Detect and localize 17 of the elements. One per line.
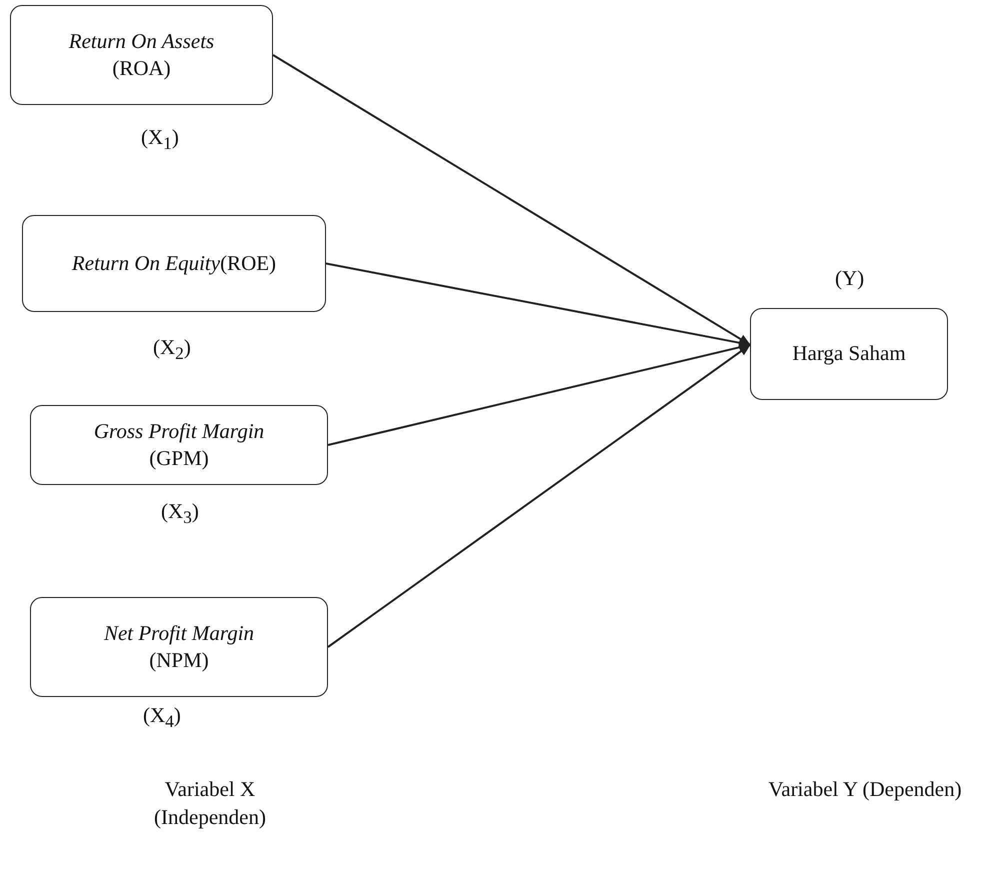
arrow <box>272 54 751 346</box>
variable-symbol: (X$_{1}$) <box>141 124 179 155</box>
axis-group-label: Variabel Y (Dependen) <box>767 776 963 803</box>
arrow <box>327 344 751 648</box>
variable-symbol: (Y) <box>835 265 864 292</box>
variable-symbol: (X$_{2}$) <box>153 334 191 365</box>
node-text: Harga Saham <box>792 340 906 368</box>
node-text: Return On Assets <box>68 28 214 55</box>
node-text: Return On Equity(ROE) <box>72 250 276 277</box>
node-text: (NPM) <box>149 647 209 674</box>
axis-group-label: Variabel X (Independen) <box>153 776 267 832</box>
variable-symbol: (X$_{4}$) <box>143 702 181 733</box>
node-text: (ROA) <box>112 55 171 82</box>
node-text: Net Profit Margin <box>104 620 254 647</box>
node-text: (GPM) <box>149 445 209 472</box>
node-text: Gross Profit Margin <box>94 418 264 445</box>
variable-symbol: (X$_{3}$) <box>161 498 199 529</box>
